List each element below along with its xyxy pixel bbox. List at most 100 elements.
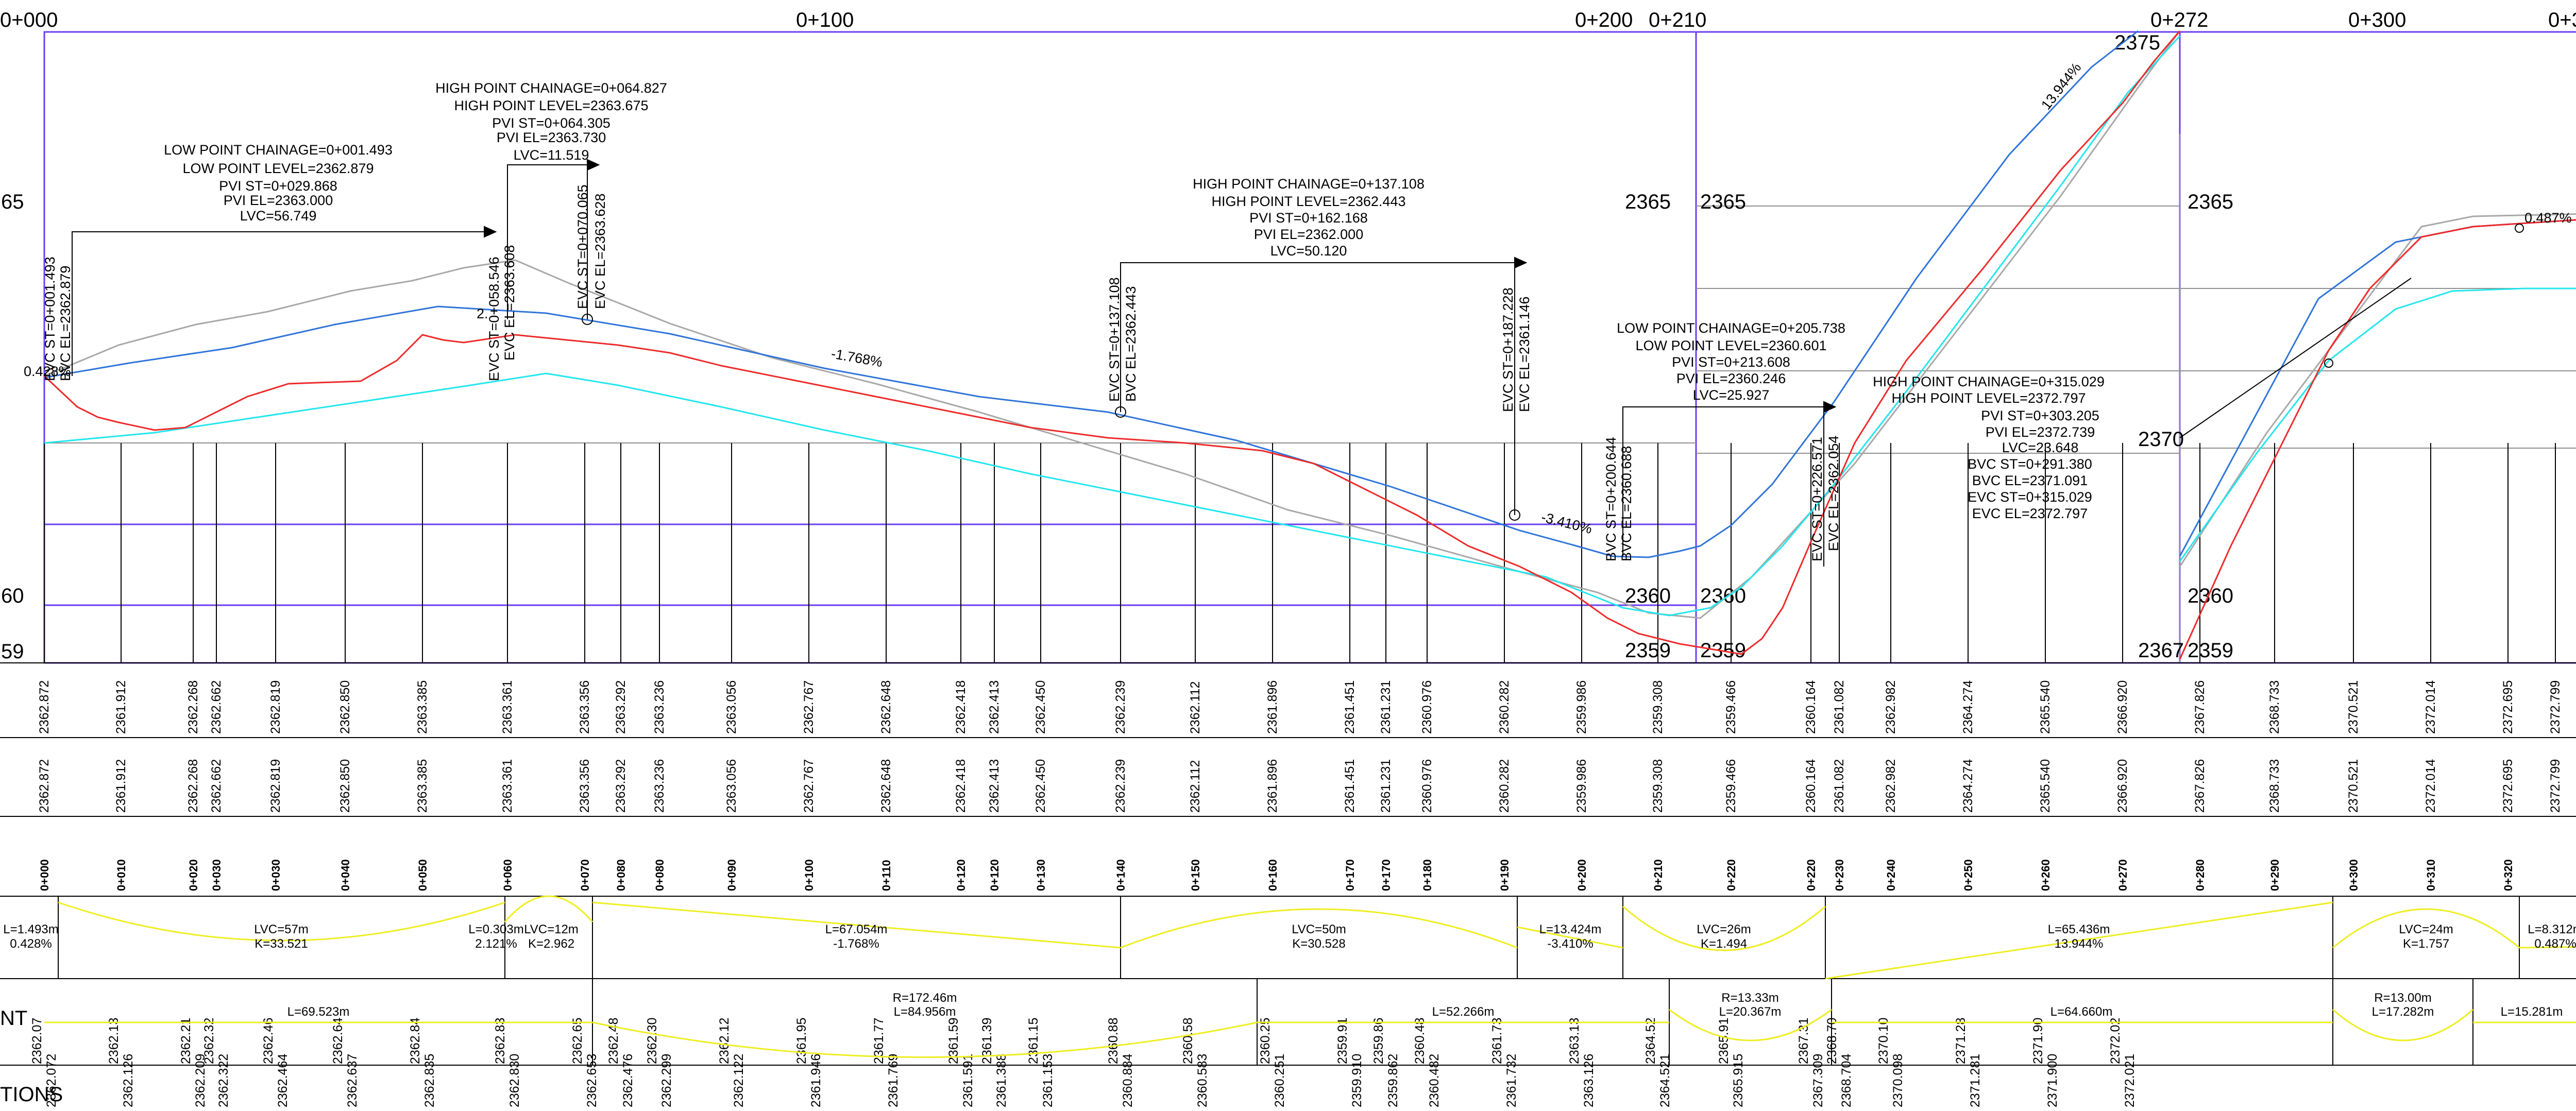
bottom-elevation-value: 2362.13 [107,1018,121,1064]
arrow-head [587,159,600,171]
band-label: L=52.266m [1432,1005,1495,1019]
chainage-value: 0+060 [501,859,514,891]
elev-label-left: 60 [1,585,24,607]
bottom-elevation-value: 2360.583 [1195,1054,1210,1107]
chainage-value: 0+260 [2039,859,2052,891]
vertical-annotation: EVC ST=0+001.493 [42,257,58,381]
band-label: L=13.424m [1539,922,1602,936]
pvi-marker [582,314,593,325]
ground-level-value: 2370.521 [2346,680,2361,734]
vertical-curve-band: L=1.493m 0.428% LVC=57m K=33.521 L=0.303… [3,895,2576,980]
grade-labels: 0.428% -1.768% -3.410% 13.944% 0.487% 2. [24,60,2572,537]
chainage-value: 0+220 [1725,859,1738,891]
bottom-elevation-row: 2362.072362.0722362.132362.1262362.21236… [30,1018,2137,1107]
ground-level-value: 2362.767 [802,680,816,734]
vertical-annotation: EVC ST=0+137.108 [1107,277,1122,402]
annotation-line: HIGH POINT CHAINAGE=0+315.029 [1873,374,2105,389]
elev-label: 2360 [2188,585,2233,607]
bottom-elevation-value: 2362.209 [193,1054,208,1107]
chainage-value: 0+120 [988,859,1001,891]
annotation-line: LVC=50.120 [1270,243,1347,259]
bottom-elevation-value: 2359.910 [1350,1054,1364,1107]
chainage-value: 0+240 [1885,859,1897,891]
bottom-elevation-value: 2364.52 [1643,1018,1658,1064]
chainage-value: 0+010 [115,859,128,891]
horizontal-alignment-band: L=69.523m R=172.46m L=84.956m L=52.266m … [44,979,2576,1065]
chainage-value: 0+050 [416,859,429,891]
chainage-value: 0+080 [653,859,666,891]
design-level-value: 2365.540 [2038,759,2053,813]
annotation-low1: LOW POINT CHAINAGE=0+001.493 LOW POINT L… [164,142,393,224]
chainage-value: 0+210 [1652,859,1665,891]
chainage-value: 0+220 [1805,859,1818,891]
bottom-elevation-value: 2362.83 [493,1018,507,1064]
design-level-value: 2362.112 [1188,760,1202,813]
bottom-elevation-value: 2361.73 [1490,1018,1504,1064]
pvi-marker [1115,406,1126,418]
station-drop-lines [44,443,2556,663]
vertical-annotation: BVC EL=2362.879 [58,266,73,381]
grade-label: 0.428% [24,364,71,379]
annotation-high3: HIGH POINT CHAINAGE=0+315.029 HIGH POINT… [1873,374,2105,521]
design-profile-right [2179,219,2576,557]
band-label: -1.768% [833,937,879,951]
band-label: 0.428% [10,937,52,951]
bottom-elevation-value: 2370.098 [1891,1054,1905,1107]
chainage-value: 0+040 [339,859,352,891]
band-label: K=30.528 [1292,937,1345,951]
chainage-value: 0+120 [955,859,968,891]
grade-label: 13.944% [2038,60,2084,112]
elev-label: 2365 [1700,191,1746,213]
ground-level-value: 2361.082 [1832,680,1846,734]
bottom-elevation-value: 2363.13 [1567,1018,1582,1064]
chainage-0210: 0+210 [1649,9,1706,31]
band-label: L=17.282m [2372,1005,2434,1019]
band-label: 2.121% [475,937,517,951]
vertical-annotation: EVC ST=0+058.546 [486,257,502,381]
bottom-elevation-value: 2363.126 [1582,1054,1596,1107]
design-level-value: 2363.385 [415,759,430,813]
elev-label: 2365 [1625,191,1671,213]
ground-level-value: 2365.540 [2038,680,2053,734]
bottom-elevation-value: 2371.900 [2045,1054,2060,1107]
band-label: LVC=50m [1292,922,1346,936]
band-label: L=65.436m [2048,922,2110,936]
annotation-line: EVC EL=2372.797 [1972,506,2088,521]
annotation-low2: LOW POINT CHAINAGE=0+205.738 LOW POINT L… [1617,320,1845,403]
chainage-value: 0+140 [1114,859,1127,891]
design-level-value: 2359.986 [1574,759,1589,813]
ground-level-value: 2372.014 [2424,680,2438,734]
bottom-elevation-value: 2361.388 [994,1054,1009,1107]
bottom-elevation-value: 2362.65 [570,1018,585,1064]
pvi-marker [1509,509,1520,521]
chainage-value: 0+310 [2425,859,2437,891]
offset-profile [44,35,2181,617]
vertical-annotation: BVC EL=2360.688 [1619,446,1634,561]
chainage-0200: 0+200 [1575,9,1633,31]
design-level-value: 2372.799 [2548,759,2563,813]
ground-level-value: 2360.976 [1420,680,1434,734]
bottom-elevation-value: 2359.86 [1371,1018,1386,1064]
elev-label: 2375 [2114,31,2160,54]
bottom-elevation-value: 2362.464 [276,1054,290,1107]
annotation-line: BVC EL=2371.091 [1972,473,2088,488]
chainage-0000: 0+000 [0,9,58,31]
chainage-0272: 0+272 [2150,9,2208,31]
band-label: -3.410% [1547,937,1593,951]
bottom-elevation-value: 2362.637 [345,1054,360,1107]
grade-label: 0.487% [2524,210,2572,226]
chainage-value: 0+100 [803,859,816,891]
arrow-head [1514,257,1528,269]
design-level-value: 2362.450 [1033,759,1048,813]
ground-level-value: 2362.662 [209,680,224,734]
elevation-labels: 65 60 59 2375 2370 2367 2365 2365 2360 2… [1,31,2233,663]
chainage-value: 0+130 [1035,859,1047,891]
band-label: L=84.956m [894,1005,956,1019]
bottom-elevation-value: 2361.39 [980,1018,994,1064]
bottom-elevation-value: 2365.91 [1717,1018,1731,1064]
ground-level-value: 2364.274 [1961,680,1975,734]
vertical-annotations: EVC ST=0+001.493 BVC EL=2362.879 EVC ST=… [42,184,1841,561]
ground-level-value: 2361.451 [1343,680,1357,734]
band-label: L=67.054m [825,922,888,936]
